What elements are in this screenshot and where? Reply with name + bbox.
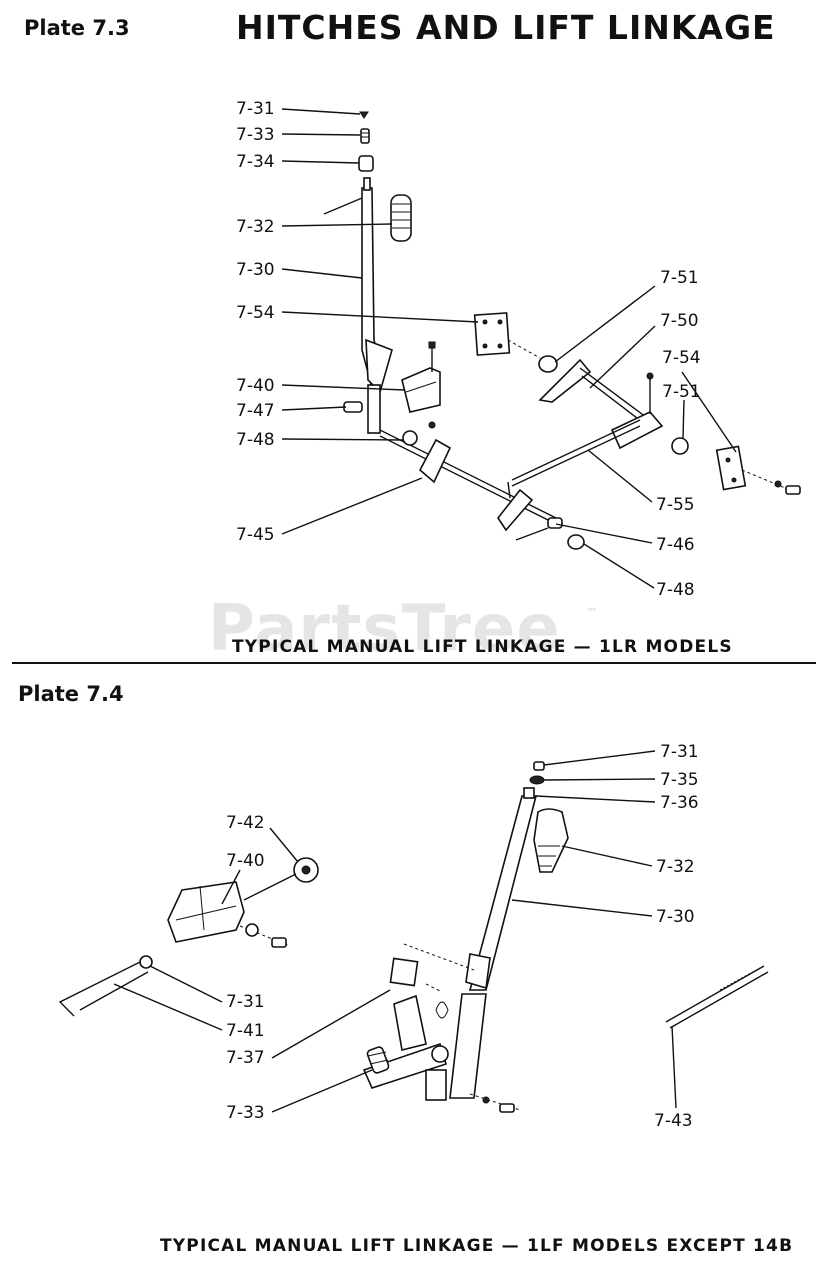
plate-7-4-leaders — [113, 750, 677, 1113]
callout-7-32: 7-32 — [236, 217, 275, 237]
watermark-trademark: ™ — [586, 606, 598, 620]
callout-7-31-left: 7-31 — [226, 992, 265, 1012]
callout-7-30: 7-30 — [236, 260, 275, 280]
callout-7-33: 7-33 — [236, 125, 275, 145]
callout-7-48-right: 7-48 — [656, 580, 695, 600]
callout-7-34: 7-34 — [236, 152, 275, 172]
callout-7-31: 7-31 — [660, 742, 699, 762]
plate-7-4-caption: TYPICAL MANUAL LIFT LINKAGE — 1LF MODELS… — [160, 1236, 794, 1256]
callout-7-31: 7-31 — [236, 99, 275, 119]
callout-7-48: 7-48 — [236, 430, 275, 450]
callout-7-54-right: 7-54 — [662, 348, 701, 368]
callout-7-36: 7-36 — [660, 793, 699, 813]
callout-7-51: 7-51 — [660, 268, 699, 288]
callout-7-42: 7-42 — [226, 813, 265, 833]
callout-7-47: 7-47 — [236, 401, 275, 421]
plate-7-3-label: Plate 7.3 — [24, 16, 130, 40]
callout-7-55: 7-55 — [656, 495, 695, 515]
plate-7-3-caption: TYPICAL MANUAL LIFT LINKAGE — 1LR MODELS — [232, 637, 733, 657]
callout-7-40: 7-40 — [226, 851, 265, 871]
page-title: HITCHES AND LIFT LINKAGE — [236, 8, 776, 47]
plate-7-3-callouts: 7-31 7-33 7-34 7-32 7-30 7-54 7-40 7-47 … — [236, 99, 701, 600]
callout-7-46: 7-46 — [656, 535, 695, 555]
plate-7-4-label: Plate 7.4 — [18, 682, 124, 706]
callout-7-54: 7-54 — [236, 303, 275, 323]
callout-7-33: 7-33 — [226, 1103, 265, 1123]
plate-7-4-illustration — [58, 761, 769, 1113]
callout-7-51-right: 7-51 — [662, 382, 701, 402]
callout-7-37: 7-37 — [226, 1048, 265, 1068]
callout-7-32: 7-32 — [656, 857, 695, 877]
plate-7-3-leaders — [281, 108, 737, 589]
callout-7-35: 7-35 — [660, 770, 699, 790]
callout-7-50: 7-50 — [660, 311, 699, 331]
callout-7-40: 7-40 — [236, 376, 275, 396]
plate-7-4-callouts: 7-31 7-35 7-36 7-32 7-30 7-42 7-40 7-31 … — [226, 742, 699, 1131]
callout-7-43: 7-43 — [654, 1111, 693, 1131]
callout-7-30: 7-30 — [656, 907, 695, 927]
callout-7-45: 7-45 — [236, 525, 275, 545]
plate-7-3-illustration — [323, 111, 801, 550]
plate-divider — [12, 662, 816, 664]
callout-7-41: 7-41 — [226, 1021, 265, 1041]
